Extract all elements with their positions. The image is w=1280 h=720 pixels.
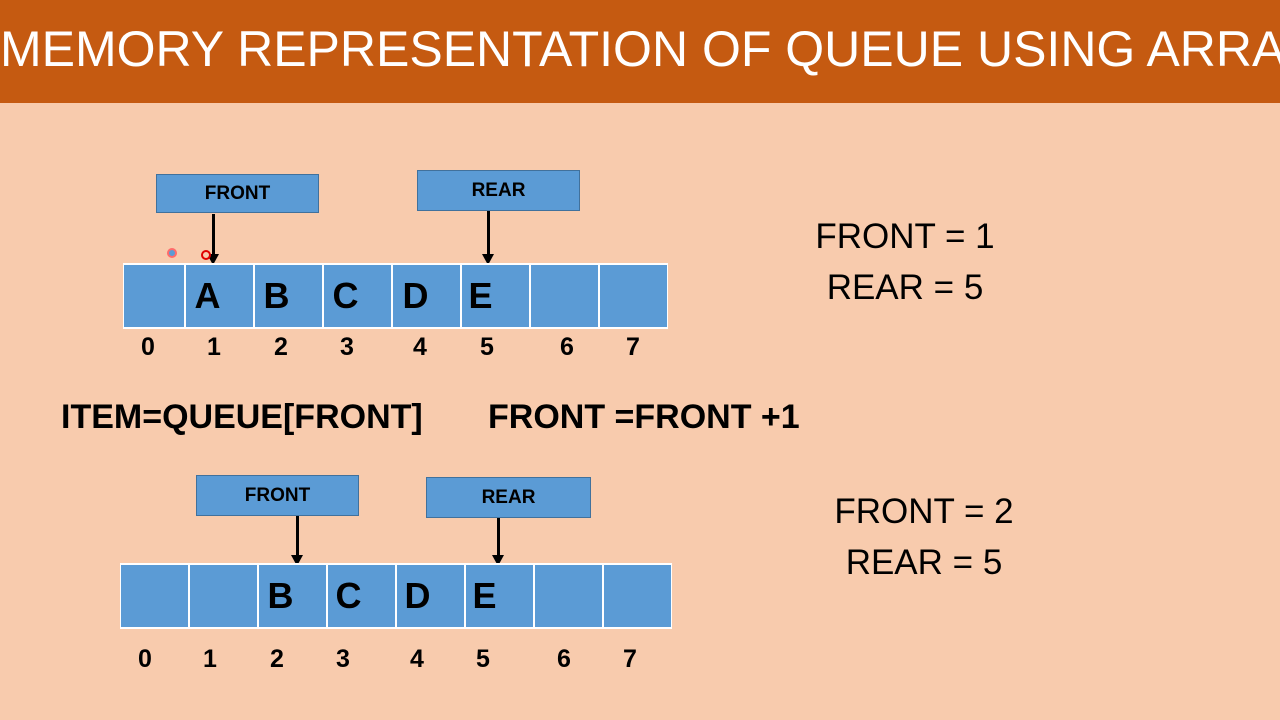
array-cell xyxy=(123,265,185,327)
rear-value-text: REAR = 5 xyxy=(826,268,984,307)
rear-arrow-head xyxy=(482,254,494,265)
array-cell xyxy=(534,565,603,627)
front-arrow-line xyxy=(212,214,215,255)
front-increment-statement: FRONT =FRONT +1 xyxy=(488,398,800,436)
array-cell: D xyxy=(396,565,465,627)
index-label: 1 xyxy=(207,333,221,361)
index-label: 3 xyxy=(336,645,350,673)
rear-value-text: REAR = 5 xyxy=(845,543,1003,582)
index-label: 2 xyxy=(274,333,288,361)
array-cell: B xyxy=(254,265,323,327)
dequeue-item-statement: ITEM=QUEUE[FRONT] xyxy=(61,398,423,436)
array-cell: D xyxy=(392,265,461,327)
rear-arrow-head xyxy=(492,555,504,566)
index-label: 5 xyxy=(476,645,490,673)
rear-arrow-line xyxy=(487,211,490,255)
front-value-text: FRONT = 2 xyxy=(834,492,1014,531)
index-label: 5 xyxy=(480,333,494,361)
queue-array-1: A B C D E xyxy=(123,265,668,327)
index-label: 0 xyxy=(141,333,155,361)
front-pointer-box: FRONT xyxy=(196,475,359,516)
rear-pointer-box: REAR xyxy=(417,170,580,211)
array-cell xyxy=(599,265,668,327)
array-cell: B xyxy=(258,565,327,627)
array-cell xyxy=(120,565,189,627)
array-cell: E xyxy=(461,265,530,327)
index-label: 2 xyxy=(270,645,284,673)
index-label: 6 xyxy=(557,645,571,673)
front-arrow-head xyxy=(207,254,219,265)
index-label: 7 xyxy=(626,333,640,361)
slide-title: MEMORY REPRESENTATION OF QUEUE USING ARR… xyxy=(0,21,1280,77)
front-pointer-label: FRONT xyxy=(204,182,271,204)
index-label: 6 xyxy=(560,333,574,361)
front-arrow-line xyxy=(296,516,299,556)
array-cell: A xyxy=(185,265,254,327)
front-pointer-box: FRONT xyxy=(156,174,319,213)
array-cell xyxy=(189,565,258,627)
cursor-ring-icon xyxy=(201,250,211,260)
index-label: 0 xyxy=(138,645,152,673)
queue-array-2: B C D E xyxy=(120,565,672,627)
front-value-text: FRONT = 1 xyxy=(815,217,995,256)
index-label: 4 xyxy=(410,645,424,673)
index-label: 7 xyxy=(623,645,637,673)
cursor-dot-icon xyxy=(167,248,177,258)
index-label: 1 xyxy=(203,645,217,673)
front-pointer-label: FRONT xyxy=(244,484,311,506)
array-cell xyxy=(603,565,672,627)
array-cell: E xyxy=(465,565,534,627)
index-label: 3 xyxy=(340,333,354,361)
title-bar: MEMORY REPRESENTATION OF QUEUE USING ARR… xyxy=(0,0,1280,103)
rear-pointer-box: REAR xyxy=(426,477,591,518)
rear-arrow-line xyxy=(497,518,500,556)
array-cell: C xyxy=(323,265,392,327)
index-label: 4 xyxy=(413,333,427,361)
rear-pointer-label: REAR xyxy=(471,179,526,201)
front-arrow-head xyxy=(291,555,303,566)
array-cell: C xyxy=(327,565,396,627)
rear-pointer-label: REAR xyxy=(481,486,536,508)
array-cell xyxy=(530,265,599,327)
